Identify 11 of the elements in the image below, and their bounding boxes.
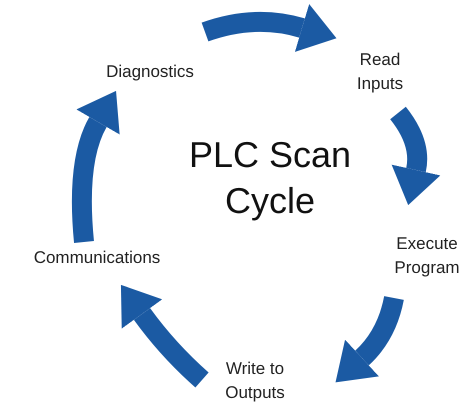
step-label: Execute Program: [380, 232, 474, 280]
diagram-title: PLC Scan Cycle: [188, 133, 352, 223]
curved-arrow: [72, 90, 120, 243]
curved-arrow: [202, 4, 337, 52]
step-label: Communications: [2, 246, 192, 292]
step-label: Diagnostics: [90, 60, 210, 84]
curved-arrow: [390, 106, 441, 206]
curved-arrow: [120, 285, 209, 388]
step-label: Read Inputs: [335, 48, 425, 96]
step-label: Write to Outputs: [200, 357, 310, 405]
curved-arrow: [336, 296, 404, 384]
